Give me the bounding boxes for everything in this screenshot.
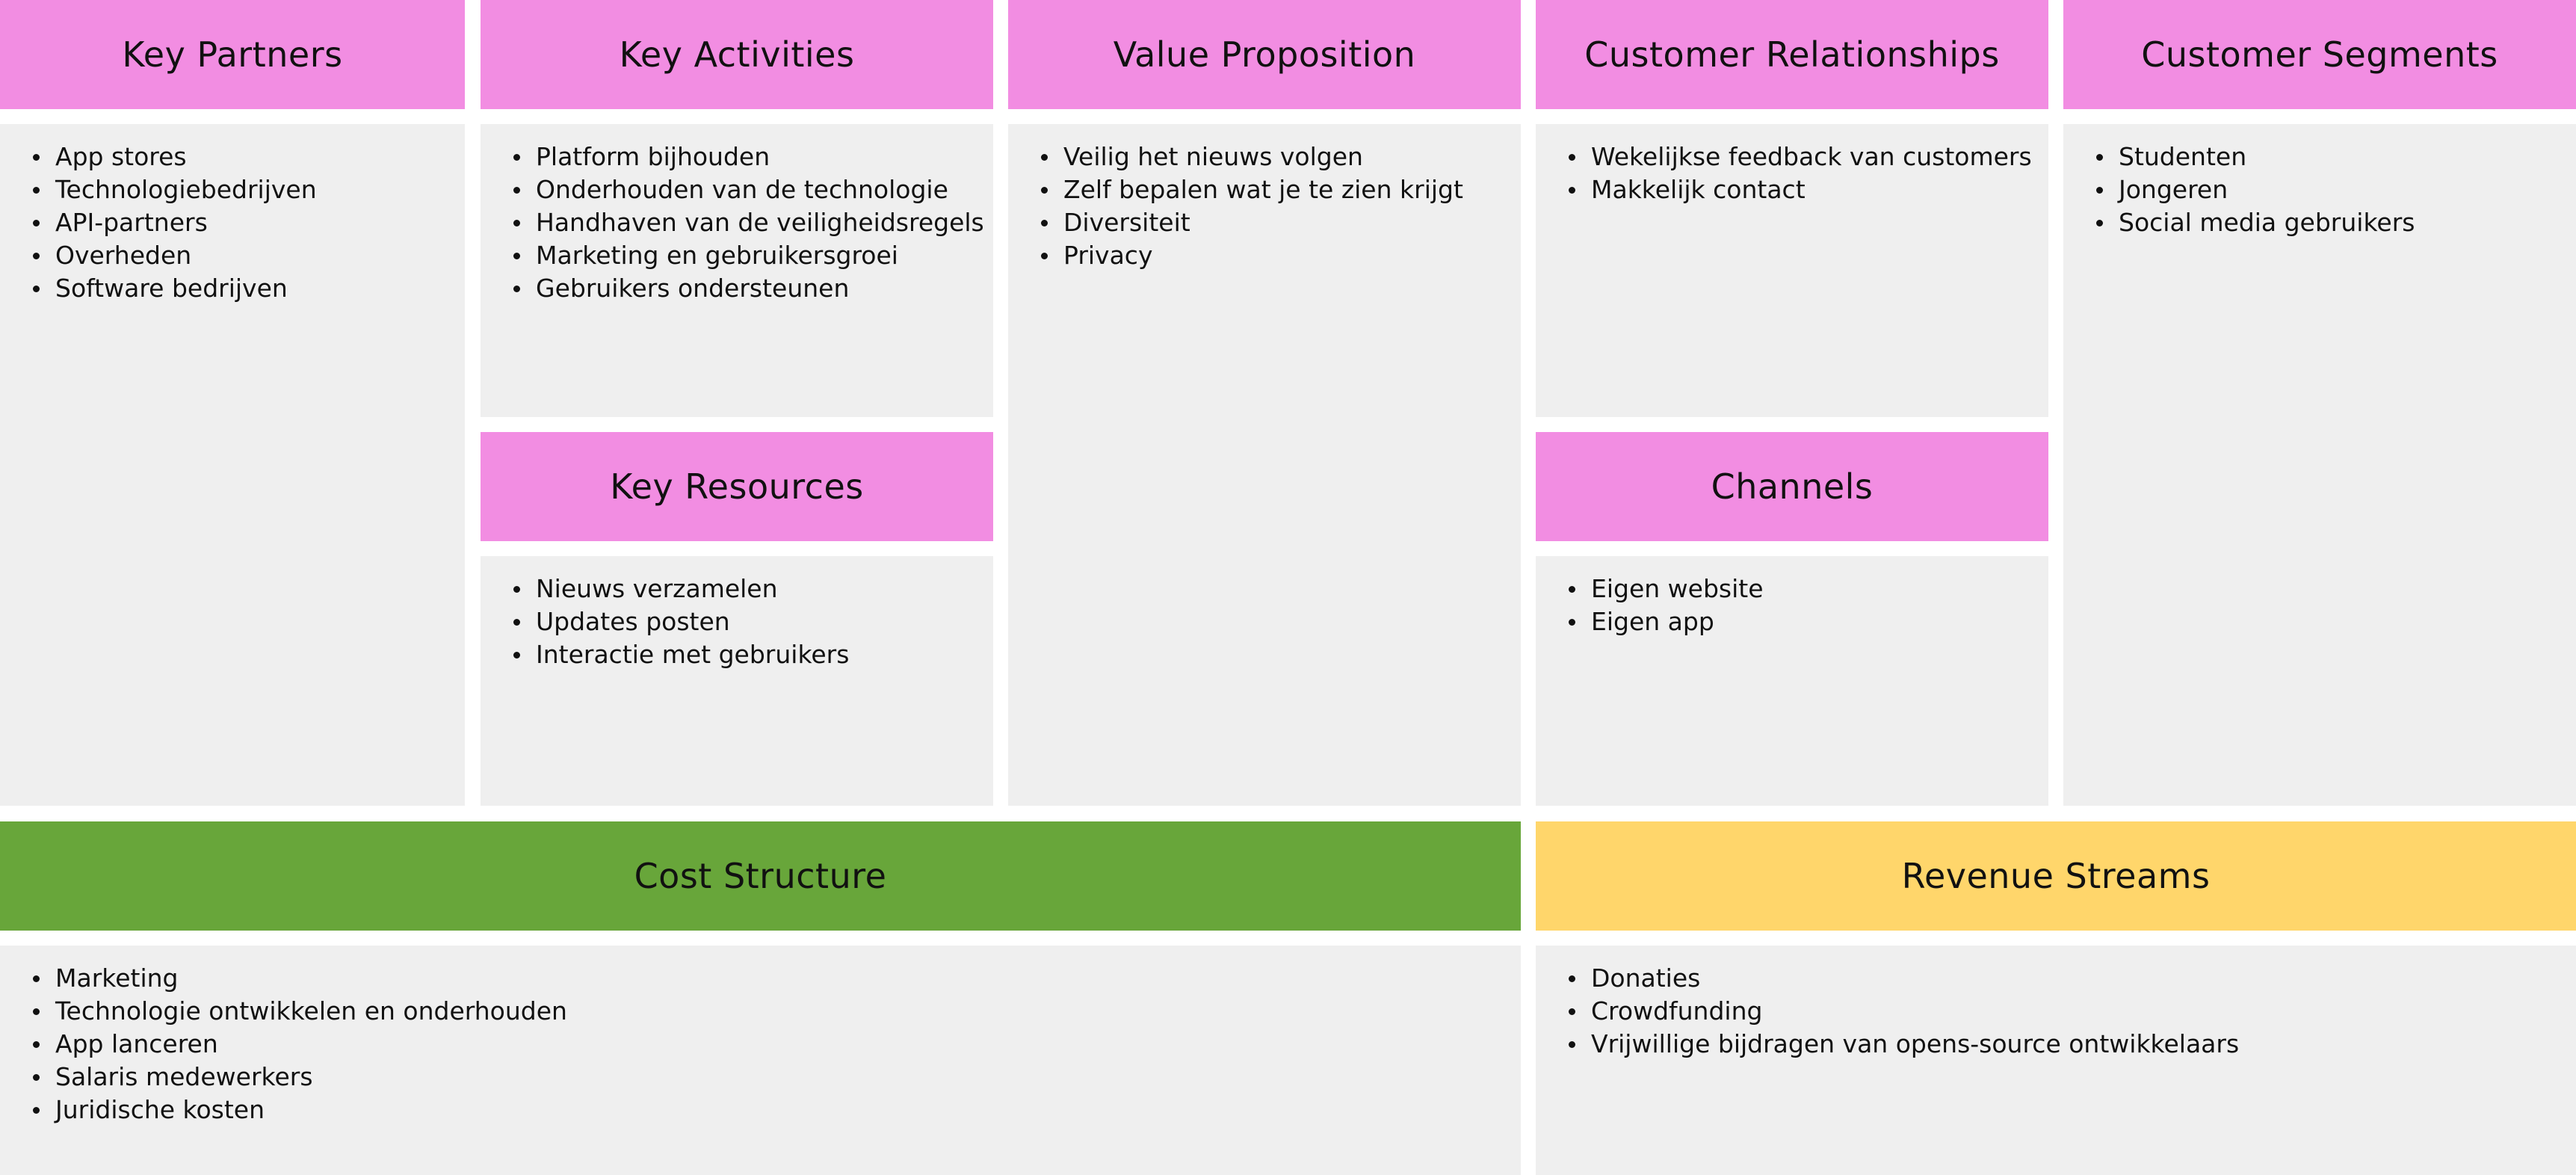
value-proposition-list: Veilig het nieuws volgen Zelf bepalen wa… [1041, 141, 1463, 272]
list-item: Donaties [1569, 962, 2239, 995]
customer-relationships-list: Wekelijkse feedback van customers Makkel… [1569, 141, 2032, 206]
list-item: Social media gebruikers [2096, 206, 2415, 239]
list-item: Eigen website [1569, 573, 1764, 605]
list-item: Wekelijkse feedback van customers [1569, 141, 2032, 173]
list-item: Onderhouden van de technologie [513, 173, 984, 206]
key-activities-list: Platform bijhouden Onderhouden van de te… [513, 141, 984, 305]
revenue-streams-title: Revenue Streams [1901, 856, 2211, 896]
list-item: Technologie ontwikkelen en onderhouden [33, 995, 567, 1028]
revenue-streams-panel: Donaties Crowdfunding Vrijwillige bijdra… [1536, 946, 2576, 1175]
key-resources-list: Nieuws verzamelen Updates posten Interac… [513, 573, 849, 671]
key-resources-panel: Nieuws verzamelen Updates posten Interac… [481, 556, 993, 806]
list-item: Gebruikers ondersteunen [513, 272, 984, 305]
list-item: App lanceren [33, 1028, 567, 1061]
list-item: API-partners [33, 206, 317, 239]
customer-relationships-title: Customer Relationships [1584, 34, 2000, 75]
customer-segments-title: Customer Segments [2141, 34, 2498, 75]
channels-panel: Eigen website Eigen app [1536, 556, 2048, 806]
key-partners-list: App stores Technologiebedrijven API-part… [33, 141, 317, 305]
channels-title: Channels [1711, 466, 1874, 507]
list-item: App stores [33, 141, 317, 173]
customer-relationships-header: Customer Relationships [1536, 0, 2048, 109]
key-partners-panel: App stores Technologiebedrijven API-part… [0, 124, 465, 806]
channels-list: Eigen website Eigen app [1569, 573, 1764, 638]
key-resources-title: Key Resources [610, 466, 864, 507]
customer-segments-panel: Studenten Jongeren Social media gebruike… [2063, 124, 2576, 806]
key-partners-header: Key Partners [0, 0, 465, 109]
list-item: Diversiteit [1041, 206, 1463, 239]
revenue-streams-header: Revenue Streams [1536, 821, 2576, 931]
value-proposition-panel: Veilig het nieuws volgen Zelf bepalen wa… [1008, 124, 1521, 806]
value-proposition-header: Value Proposition [1008, 0, 1521, 109]
list-item: Software bedrijven [33, 272, 317, 305]
key-activities-header: Key Activities [481, 0, 993, 109]
list-item: Interactie met gebruikers [513, 638, 849, 671]
channels-header: Channels [1536, 432, 2048, 541]
customer-segments-header: Customer Segments [2063, 0, 2576, 109]
list-item: Marketing [33, 962, 567, 995]
cost-structure-panel: Marketing Technologie ontwikkelen en ond… [0, 946, 1521, 1175]
key-activities-title: Key Activities [619, 34, 855, 75]
list-item: Salaris medewerkers [33, 1061, 567, 1094]
key-activities-panel: Platform bijhouden Onderhouden van de te… [481, 124, 993, 417]
cost-structure-header: Cost Structure [0, 821, 1521, 931]
list-item: Jongeren [2096, 173, 2415, 206]
list-item: Studenten [2096, 141, 2415, 173]
list-item: Nieuws verzamelen [513, 573, 849, 605]
list-item: Handhaven van de veiligheidsregels [513, 206, 984, 239]
cost-structure-title: Cost Structure [634, 856, 887, 896]
revenue-streams-list: Donaties Crowdfunding Vrijwillige bijdra… [1569, 962, 2239, 1061]
key-partners-title: Key Partners [122, 34, 343, 75]
key-resources-header: Key Resources [481, 432, 993, 541]
list-item: Vrijwillige bijdragen van opens-source o… [1569, 1028, 2239, 1061]
list-item: Overheden [33, 239, 317, 272]
list-item: Privacy [1041, 239, 1463, 272]
list-item: Crowdfunding [1569, 995, 2239, 1028]
list-item: Technologiebedrijven [33, 173, 317, 206]
value-proposition-title: Value Proposition [1113, 34, 1416, 75]
customer-segments-list: Studenten Jongeren Social media gebruike… [2096, 141, 2415, 239]
list-item: Marketing en gebruikersgroei [513, 239, 984, 272]
list-item: Platform bijhouden [513, 141, 984, 173]
list-item: Updates posten [513, 605, 849, 638]
list-item: Veilig het nieuws volgen [1041, 141, 1463, 173]
cost-structure-list: Marketing Technologie ontwikkelen en ond… [33, 962, 567, 1126]
customer-relationships-panel: Wekelijkse feedback van customers Makkel… [1536, 124, 2048, 417]
list-item: Juridische kosten [33, 1094, 567, 1126]
list-item: Zelf bepalen wat je te zien krijgt [1041, 173, 1463, 206]
list-item: Eigen app [1569, 605, 1764, 638]
list-item: Makkelijk contact [1569, 173, 2032, 206]
